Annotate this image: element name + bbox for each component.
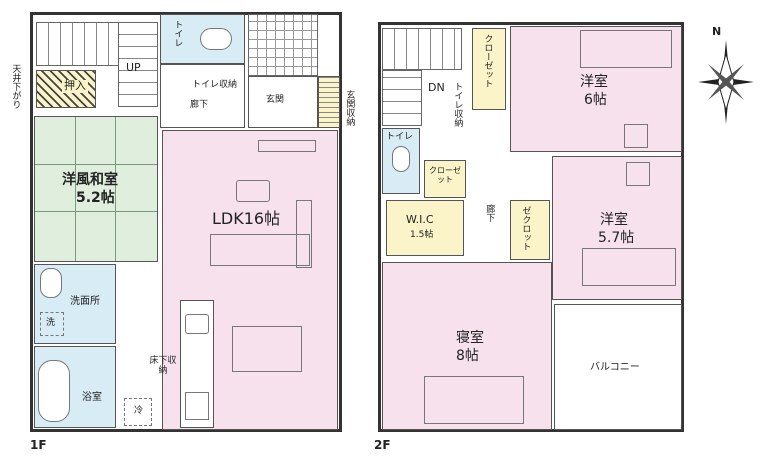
1f-bathtub xyxy=(38,360,70,422)
2f-toilet-label: トイレ xyxy=(386,132,414,142)
1f-sofa xyxy=(210,234,310,266)
1f-entrance-storage-hatch xyxy=(318,76,340,128)
2f-bed-2 xyxy=(582,248,676,286)
1f-wash-basin xyxy=(40,268,62,298)
compass-north-label: N xyxy=(712,25,722,38)
1f-washer-box xyxy=(40,312,64,336)
2f-closet-3 xyxy=(510,200,550,260)
1f-oshiire-label: 押入 xyxy=(62,79,88,93)
1f-ceiling-note-label: 天井下がり xyxy=(10,64,21,109)
2f-bedroom-size: 8帖 xyxy=(456,348,479,364)
2f-toilet-storage-label: トイレ収納 xyxy=(452,82,463,127)
1f-entrance xyxy=(248,76,318,128)
1f-hallway-label: 廊下 xyxy=(190,100,209,110)
1f-bathroom-label: 浴室 xyxy=(82,392,102,403)
2f-dn-label: DN xyxy=(428,81,445,94)
2f-desk-1 xyxy=(624,124,648,148)
2f-balcony-label: バルコニー xyxy=(590,362,640,373)
1f-underfloor-label: 床下収納 xyxy=(149,356,177,377)
2f-desk-2 xyxy=(626,162,650,186)
1f-japanese-room-size: 5.2帖 xyxy=(76,190,115,206)
1f-stairs-landing xyxy=(118,22,158,107)
2f-bed-3 xyxy=(424,376,524,424)
1f-toilet-label: トイレ xyxy=(172,20,183,47)
1f-stove xyxy=(185,392,209,420)
compass-rose-icon xyxy=(698,40,754,124)
2f-toilet-fixture xyxy=(392,146,410,172)
2f-wic xyxy=(386,200,464,256)
2f-closet-2-label: クローゼット xyxy=(429,166,461,185)
2f-western-room-6-size: 6帖 xyxy=(584,92,607,108)
1f-entrance-storage-label: 玄関収納 xyxy=(344,90,355,126)
2f-western-room-5-7-size: 5.7帖 xyxy=(598,230,635,246)
2f-closet-2 xyxy=(424,160,466,198)
2f-closet-1 xyxy=(472,28,506,110)
1f-toilet-storage-label: トイレ収納 xyxy=(192,80,238,90)
1f-tv-stand xyxy=(258,140,316,152)
2f-western-room-6-name: 洋室 xyxy=(580,74,608,90)
1f-washroom xyxy=(34,264,116,344)
1f-floor-label: 1F xyxy=(30,438,47,452)
2f-closet-3-label: ゼクロット xyxy=(520,206,531,251)
2f-balcony xyxy=(554,304,682,430)
1f-fridge-label: 冷 xyxy=(134,406,144,416)
1f-toilet-storage-hall xyxy=(160,64,245,128)
2f-bedroom-name: 寝室 xyxy=(456,330,484,346)
1f-entrance-label: 玄関 xyxy=(266,95,285,105)
1f-dining-table xyxy=(232,326,302,372)
2f-wic-size: 1.5帖 xyxy=(410,230,434,240)
2f-hallway-label: 廊下 xyxy=(484,204,495,222)
1f-up-label: UP xyxy=(126,61,141,74)
2f-stairs xyxy=(382,28,462,70)
2f-floor-label: 2F xyxy=(374,438,391,452)
1f-ldk-label: LDK16帖 xyxy=(212,209,281,228)
1f-washroom-label: 洗面所 xyxy=(70,296,100,307)
1f-sink xyxy=(185,314,209,334)
1f-fridge-box xyxy=(124,398,152,426)
2f-western-room-6 xyxy=(510,26,682,152)
2f-closet-1-label: クローゼット xyxy=(482,34,493,88)
1f-sofa-side xyxy=(296,200,312,268)
1f-table-small xyxy=(236,180,270,202)
1f-entrance-tiles xyxy=(248,14,318,76)
1f-japanese-room xyxy=(34,116,158,262)
1f-toilet-fixture xyxy=(200,28,232,50)
2f-western-room-5-7 xyxy=(552,156,682,300)
2f-western-room-5-7-name: 洋室 xyxy=(600,212,628,228)
1f-washer-label: 洗 xyxy=(46,318,56,328)
compass-rose: N xyxy=(690,25,762,130)
1f-japanese-room-name: 洋風和室 xyxy=(62,172,118,188)
2f-bed-1 xyxy=(580,30,672,68)
2f-wic-name: W.I.C xyxy=(406,213,434,226)
2f-stairs-landing xyxy=(382,70,422,126)
